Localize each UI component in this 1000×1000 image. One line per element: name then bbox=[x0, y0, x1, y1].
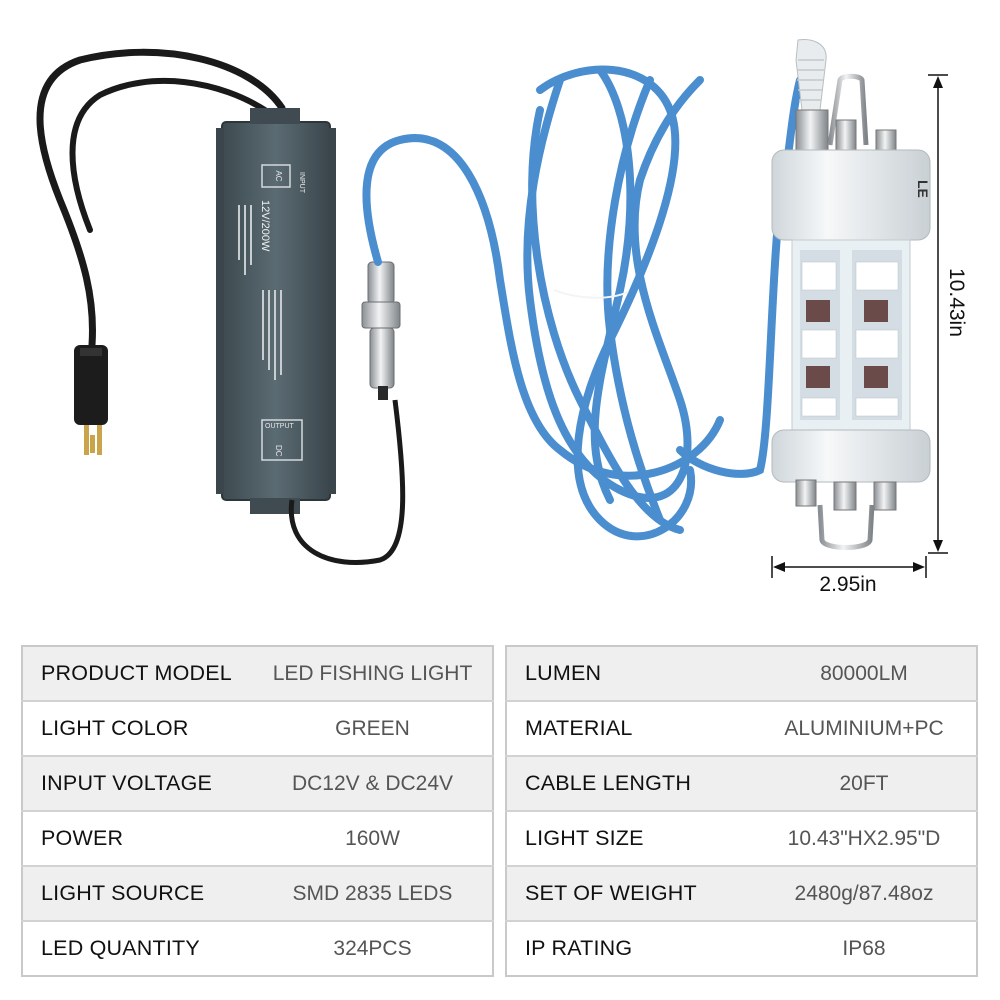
height-dimension-label: 10.43in bbox=[945, 268, 968, 337]
spec-key: IP RATING bbox=[506, 921, 760, 976]
spec-key: LUMEN bbox=[506, 646, 760, 702]
spec-key: CABLE LENGTH bbox=[506, 756, 760, 812]
power-cord bbox=[36, 48, 286, 349]
plug-icon bbox=[74, 345, 108, 455]
spec-key: LIGHT SIZE bbox=[506, 811, 760, 867]
spec-value: 324PCS bbox=[261, 921, 493, 976]
product-illustration: AC INPUT 12V/200W OUTPUT DC bbox=[36, 39, 968, 596]
spec-value: ALUMINIUM+PC bbox=[760, 701, 977, 757]
spec-key: SET OF WEIGHT bbox=[506, 866, 760, 922]
led-driver-box: AC INPUT 12V/200W OUTPUT DC bbox=[216, 108, 336, 514]
spec-value: 160W bbox=[261, 811, 493, 867]
spec-key: INPUT VOLTAGE bbox=[22, 756, 261, 812]
spec-key: LIGHT COLOR bbox=[22, 701, 261, 757]
spec-key: MATERIAL bbox=[506, 701, 760, 757]
width-dimension bbox=[771, 556, 927, 578]
driver-input-label: INPUT bbox=[298, 172, 305, 194]
cable-connector-icon bbox=[361, 261, 401, 400]
driver-rating-label: 12V/200W bbox=[259, 200, 271, 252]
width-dimension-label: 2.95in bbox=[819, 573, 876, 596]
spec-value: 20FT bbox=[760, 756, 977, 812]
spec-key: POWER bbox=[22, 811, 261, 867]
height-dimension bbox=[928, 74, 948, 554]
spec-value: 80000LM bbox=[760, 646, 977, 702]
spec-value: 2480g/87.48oz bbox=[760, 866, 977, 922]
blue-cable-coil bbox=[362, 65, 804, 541]
spec-value: GREEN bbox=[261, 701, 493, 757]
spec-key: LIGHT SOURCE bbox=[22, 866, 261, 922]
spec-key: PRODUCT MODEL bbox=[22, 646, 261, 702]
spec-key: LED QUANTITY bbox=[22, 921, 261, 976]
lamp-brand-partial: LE bbox=[915, 180, 931, 198]
driver-output-label: OUTPUT bbox=[265, 423, 295, 430]
spec-value: LED FISHING LIGHT bbox=[261, 646, 493, 702]
spec-value: SMD 2835 LEDS bbox=[261, 866, 493, 922]
driver-ac-label: AC bbox=[274, 170, 283, 181]
driver-dc-label: DC bbox=[274, 445, 283, 457]
spec-value: 10.43"HX2.95"D bbox=[760, 811, 977, 867]
spec-value: DC12V & DC24V bbox=[261, 756, 493, 812]
fishing-light-lamp: LE bbox=[771, 39, 931, 550]
spec-value: IP68 bbox=[760, 921, 977, 976]
output-cable bbox=[288, 399, 406, 565]
